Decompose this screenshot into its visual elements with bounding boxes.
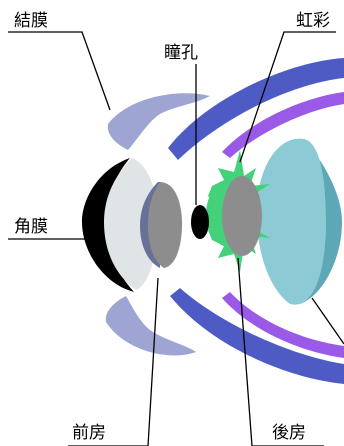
label-anterior-chamber: 前房 bbox=[72, 423, 106, 443]
conjunctiva-lower bbox=[105, 296, 196, 356]
cornea bbox=[104, 158, 158, 290]
choroid-lower bbox=[222, 292, 344, 358]
label-conjunctiva: 結膜 bbox=[14, 11, 48, 31]
label-cornea: 角膜 bbox=[14, 217, 48, 237]
label-pupil: 瞳孔 bbox=[164, 43, 198, 63]
posterior-chamber-fill bbox=[222, 176, 262, 256]
sclera-lower bbox=[170, 288, 344, 384]
choroid-upper bbox=[222, 92, 344, 158]
leader-posterior-chamber bbox=[237, 257, 324, 446]
conjunctiva-upper bbox=[107, 93, 210, 150]
sclera-upper bbox=[168, 58, 344, 160]
lens bbox=[256, 138, 326, 305]
leader-iris bbox=[239, 31, 336, 163]
leader-lens bbox=[311, 297, 344, 345]
pupil bbox=[191, 205, 209, 239]
anterior-chamber bbox=[148, 182, 182, 268]
leader-conjunctiva bbox=[8, 31, 111, 111]
label-posterior-chamber: 後房 bbox=[272, 423, 306, 443]
leader-anterior-chamber bbox=[68, 277, 159, 446]
label-iris: 虹彩 bbox=[296, 11, 330, 31]
